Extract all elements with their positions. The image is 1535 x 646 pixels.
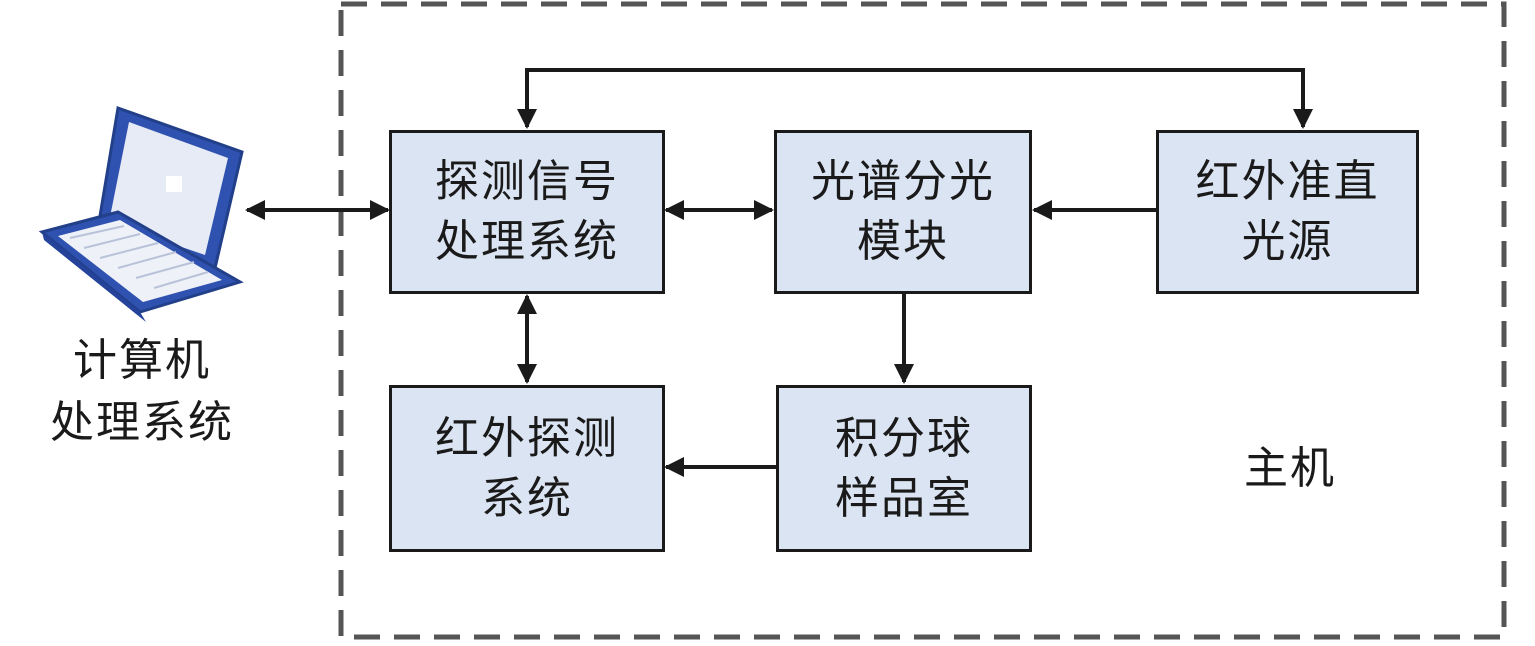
detect-signal-line2: 处理系统 bbox=[435, 216, 619, 267]
spectral-line2: 模块 bbox=[857, 216, 949, 267]
computer-label: 计算机 处理系统 bbox=[22, 330, 262, 454]
arrow-top-loop bbox=[517, 68, 1313, 129]
spectral-line1: 光谱分光 bbox=[811, 156, 995, 207]
ir-detect-line2: 系统 bbox=[481, 472, 573, 524]
sphere-line1: 积分球 bbox=[835, 412, 973, 464]
host-frame bbox=[338, 1, 1507, 640]
ir-detect-line1: 红外探测 bbox=[435, 412, 619, 464]
sphere-line2: 样品室 bbox=[835, 472, 973, 524]
ir-source-line1: 红外准直 bbox=[1195, 156, 1380, 207]
computer-line1: 计算机 bbox=[73, 335, 211, 386]
host-label: 主机 bbox=[1244, 443, 1336, 494]
ir-source-block: 红外准直 光源 bbox=[1156, 130, 1419, 294]
computer-line2: 处理系统 bbox=[50, 397, 234, 448]
detect-signal-line1: 探测信号 bbox=[435, 156, 619, 207]
sphere-block: 积分球 样品室 bbox=[776, 385, 1032, 552]
spectral-block: 光谱分光 模块 bbox=[774, 130, 1032, 294]
laptop-icon bbox=[38, 105, 244, 322]
detect-signal-block: 探测信号 处理系统 bbox=[389, 130, 665, 294]
ir-source-line2: 光源 bbox=[1241, 216, 1334, 267]
ir-detect-block: 红外探测 系统 bbox=[389, 385, 665, 552]
